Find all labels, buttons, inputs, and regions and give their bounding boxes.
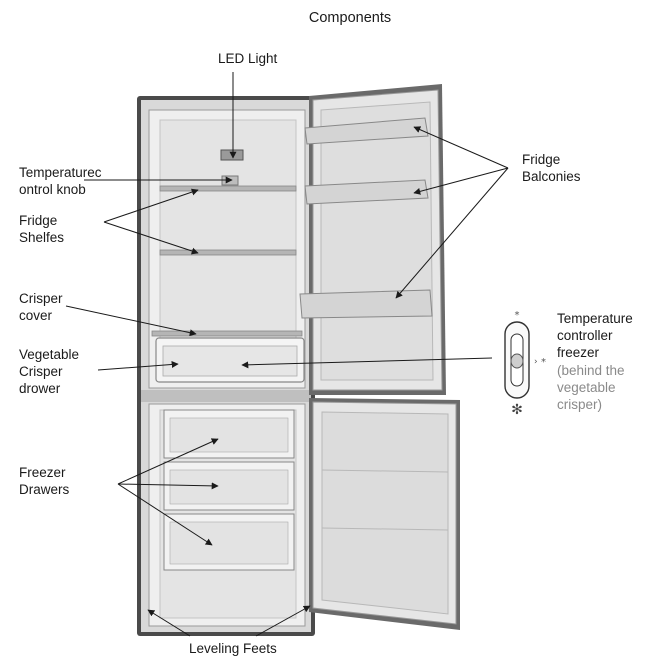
label-temperature-controller-freezer: Temperature controller freezer <box>557 310 633 361</box>
label-temperature-controller-note: (behind the vegetable crisper) <box>557 362 625 413</box>
label-line: Drawers <box>19 482 70 497</box>
svg-text:›: › <box>534 357 538 367</box>
label-line: Temperaturec <box>19 165 102 180</box>
label-line: cover <box>19 308 53 323</box>
label-fridge-shelves: Fridge Shelfes <box>19 212 64 246</box>
label-line: Balconies <box>522 169 581 184</box>
svg-text:*: * <box>515 310 520 321</box>
diagram-title: Components <box>308 10 392 26</box>
label-line: Vegetable <box>19 347 80 362</box>
label-led-light: LED Light <box>218 51 278 66</box>
svg-text:*: * <box>541 357 546 368</box>
label-line: Freezer <box>19 465 66 480</box>
label-line: Crisper <box>19 291 63 306</box>
freezer-drawers <box>163 409 295 571</box>
freezer-door <box>309 398 460 630</box>
label-line: crisper) <box>557 397 603 412</box>
vegetable-crisper-drawer <box>155 337 305 383</box>
label-crisper-cover: Crisper cover <box>19 290 63 324</box>
label-leveling-feet: Leveling Feets <box>189 641 277 656</box>
label-line: Fridge <box>522 152 561 167</box>
svg-text:✻: ✻ <box>511 402 523 418</box>
label-line: controller <box>557 328 613 343</box>
label-line: Temperature <box>557 311 633 326</box>
label-line: Fridge <box>19 213 58 228</box>
led-light <box>220 149 244 161</box>
label-line: Shelfes <box>19 230 65 245</box>
label-line: ontrol knob <box>19 182 86 197</box>
annotation-lines <box>65 72 509 637</box>
label-line: freezer <box>557 345 600 360</box>
fridge-shelves <box>151 185 303 337</box>
label-temperature-control-knob: Temperaturec ontrol knob <box>19 164 102 198</box>
label-line: vegetable <box>557 380 616 395</box>
label-vegetable-crisper-drawer: Vegetable Crisper drower <box>19 346 79 397</box>
label-line: (behind the <box>557 363 625 378</box>
label-line: drower <box>19 381 61 396</box>
label-fridge-balconies: Fridge Balconies <box>522 151 581 185</box>
label-freezer-drawers: Freezer Drawers <box>19 464 69 498</box>
temperature-controller-slider: * › * ✻ <box>504 310 546 418</box>
label-line: Crisper <box>19 364 63 379</box>
